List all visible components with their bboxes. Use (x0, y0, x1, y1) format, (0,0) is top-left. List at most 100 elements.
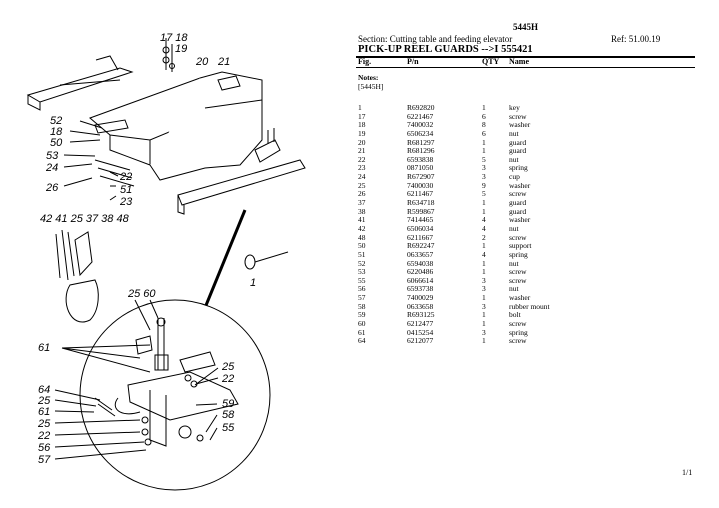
callout-56: 56 (38, 442, 51, 454)
callout-22: 22 (119, 171, 132, 183)
part-number: 6066614 (407, 275, 434, 285)
part-qty: 6 (482, 111, 486, 121)
part-number: 6220486 (407, 267, 434, 277)
part-qty: 3 (482, 163, 486, 173)
part-qty: 2 (482, 232, 486, 242)
part-number: R599867 (407, 206, 435, 216)
part-name: screw (509, 111, 527, 121)
part-qty: 9 (482, 180, 486, 190)
part-name: screw (509, 275, 527, 285)
callout-59: 59 (222, 398, 234, 410)
part-name: rubber mount (509, 301, 550, 311)
part-qty: 3 (482, 275, 486, 285)
part-name: guard (509, 198, 527, 208)
part-number: 6593838 (407, 154, 434, 164)
callout-17-18: 17 18 (160, 32, 188, 44)
part-qty: 1 (482, 293, 486, 303)
callout-52: 52 (50, 115, 62, 127)
diagram-linework (26, 38, 306, 491)
part-qty: 1 (482, 206, 486, 216)
part-number: R681297 (407, 137, 435, 147)
callout-61b: 61 (38, 406, 50, 418)
part-fig: 61 (358, 327, 366, 337)
part-name: washer (509, 293, 531, 303)
part-qty: 6 (482, 128, 486, 138)
part-name: spring (509, 249, 528, 259)
col-header-name: Name (509, 57, 529, 66)
part-fig: 1 (358, 103, 362, 112)
notes-text: [5445H] (358, 82, 384, 91)
part-qty: 8 (482, 120, 486, 130)
callout-22c: 22 (37, 430, 50, 442)
part-qty: 3 (482, 172, 486, 182)
callout-22b: 22 (221, 373, 234, 385)
part-name: screw (509, 232, 527, 242)
part-qty: 1 (482, 310, 486, 320)
part-qty: 5 (482, 154, 486, 164)
part-qty: 1 (482, 137, 486, 147)
part-number: R692820 (407, 103, 435, 112)
callout-25-60: 25 60 (127, 288, 156, 300)
part-fig: 41 (358, 215, 366, 225)
part-fig: 18 (358, 120, 366, 130)
part-qty: 1 (482, 241, 486, 251)
part-name: nut (509, 258, 519, 268)
part-fig: 19 (358, 128, 366, 138)
part-fig: 52 (358, 258, 366, 268)
part-qty: 3 (482, 301, 486, 311)
part-number: 7414465 (407, 215, 434, 225)
part-qty: 4 (482, 215, 486, 225)
part-fig: 20 (358, 137, 366, 147)
part-name: key (509, 103, 520, 112)
part-name: screw (509, 336, 527, 346)
part-name: guard (509, 146, 527, 156)
column-header-divider (356, 67, 695, 68)
part-qty: 1 (482, 267, 486, 277)
part-number: 7400032 (407, 120, 434, 130)
callout-18: 18 (50, 126, 63, 138)
part-number: 7400029 (407, 293, 434, 303)
part-fig: 17 (358, 111, 366, 121)
part-name: bolt (509, 310, 521, 320)
part-qty: 3 (482, 327, 486, 337)
part-name: screw (509, 267, 527, 277)
part-fig: 56 (358, 284, 366, 294)
part-number: 6506034 (407, 223, 434, 233)
part-fig: 22 (358, 154, 366, 164)
callout-64: 64 (38, 384, 50, 396)
part-fig: 59 (358, 310, 366, 320)
notes-block: Notes: [5445H] (358, 73, 383, 91)
callout-51: 51 (120, 184, 132, 196)
parts-row: 41 7414465 4 washer (358, 216, 698, 225)
part-qty: 1 (482, 146, 486, 156)
part-number: 0871050 (407, 163, 434, 173)
part-qty: 1 (482, 258, 486, 268)
part-qty: 4 (482, 223, 486, 233)
parts-diagram: 17 18 19 20 21 52 18 50 53 24 26 22 51 2… (26, 32, 306, 491)
header-divider (356, 56, 695, 58)
callout-57: 57 (38, 454, 51, 466)
part-qty: 3 (482, 284, 486, 294)
section-title: Section: Cutting table and feeding eleva… (358, 34, 513, 44)
callout-1: 1 (250, 277, 256, 289)
callout-25d: 25 (37, 418, 51, 430)
callout-24: 24 (45, 162, 58, 174)
part-name: washer (509, 215, 531, 225)
col-header-fig: Fig. (358, 57, 372, 66)
